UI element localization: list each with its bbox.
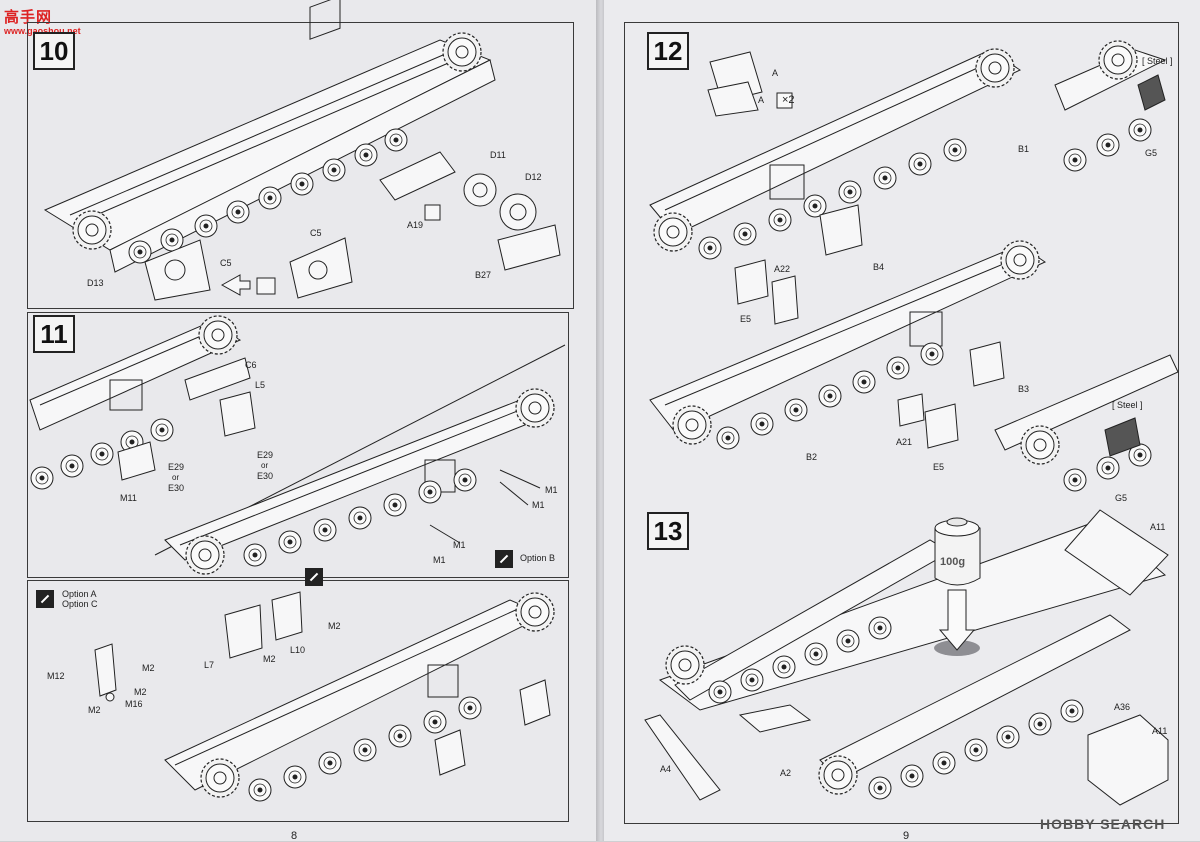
step-11-frame — [27, 312, 569, 578]
label-m2-mid: M2 — [263, 654, 276, 664]
options-ac-frame — [27, 580, 569, 822]
label-m2-lower: M2 — [134, 687, 147, 697]
step-13-assembly — [644, 509, 1169, 806]
step-12-inset-top — [1054, 40, 1167, 172]
label-m1-d: M1 — [433, 555, 446, 565]
label-a-top: A — [772, 68, 779, 78]
label-m11: M11 — [120, 493, 137, 503]
watermark-url: www.gaoshou.net — [4, 26, 81, 36]
step-10-parts — [220, 151, 561, 299]
option-b-icon — [495, 550, 513, 568]
label-e5-top: E5 — [740, 314, 752, 324]
label-option-c: Option C — [62, 599, 98, 609]
label-m16: M16 — [125, 699, 143, 709]
label-a-bottom: A — [758, 95, 765, 105]
label-b4: B4 — [873, 262, 885, 272]
label-a21: A21 — [896, 437, 913, 447]
label-m1-b: M1 — [532, 500, 545, 510]
watermark-footer: HOBBY SEARCH — [1040, 816, 1166, 832]
label-a22: A22 — [774, 264, 791, 274]
label-steel-top: [ Steel ] — [1142, 56, 1173, 66]
label-option-a: Option A — [62, 589, 97, 599]
label-e5-bottom: E5 — [933, 462, 945, 472]
step-10-number: 10 — [33, 32, 75, 70]
label-c6: C6 — [245, 360, 257, 370]
step-11-hull-lower — [154, 344, 566, 575]
label-or-left: or — [172, 473, 180, 482]
step-12-13-frame — [624, 22, 1179, 824]
label-d11: D11 — [490, 150, 506, 160]
label-g5-top: G5 — [1145, 148, 1158, 158]
label-l10: L10 — [290, 645, 306, 655]
label-a11-top: A11 — [1150, 522, 1166, 532]
step-12-hull-upper — [649, 48, 1022, 260]
step-12-number: 12 — [647, 32, 689, 70]
label-e30-right: E30 — [257, 471, 274, 481]
right-page-number: 9 — [903, 830, 910, 842]
label-c5-hull: C5 — [220, 258, 232, 268]
step-12-hull-lower — [649, 240, 1047, 450]
label-e29-right: E29 — [257, 450, 274, 460]
label-b27: B27 — [475, 270, 492, 280]
label-b1: B1 — [1018, 144, 1030, 154]
label-a11-bottom: A11 — [1152, 726, 1168, 736]
step-10-hull — [43, 0, 496, 301]
watermark-brand: 高手网 — [4, 9, 53, 26]
left-page-number: 8 — [291, 830, 298, 842]
label-weight-100g: 100g — [940, 556, 966, 568]
option-ac-icon — [36, 590, 54, 608]
label-option-b: Option B — [520, 553, 556, 563]
label-m1-a: M1 — [545, 485, 558, 495]
options-ac-hull — [94, 591, 555, 802]
label-l5: L5 — [255, 380, 266, 390]
label-m1-c: M1 — [453, 540, 466, 550]
book-gutter — [596, 0, 606, 841]
step-11-number: 11 — [33, 315, 75, 353]
step-10-frame — [27, 22, 574, 309]
label-g5-bottom: G5 — [1115, 493, 1128, 503]
label-times-two: ×2 — [782, 94, 795, 106]
label-c5-part: C5 — [310, 228, 322, 238]
label-m2-left: M2 — [142, 663, 155, 673]
label-a2: A2 — [780, 768, 792, 778]
label-b3: B3 — [1018, 384, 1030, 394]
label-d13: D13 — [87, 278, 104, 288]
label-e29-left: E29 — [168, 462, 185, 472]
label-steel-bottom: [ Steel ] — [1112, 400, 1143, 410]
step-11-hull-upper — [29, 315, 256, 490]
label-a4: A4 — [660, 764, 672, 774]
label-e30-left: E30 — [168, 483, 185, 493]
label-l7: L7 — [204, 660, 215, 670]
label-a36: A36 — [1114, 702, 1131, 712]
label-m2-top: M2 — [328, 621, 341, 631]
label-m2-bottom: M2 — [88, 705, 101, 715]
step-12-inset-bottom — [994, 354, 1179, 492]
step-13-number: 13 — [647, 512, 689, 550]
option-connector-icon — [305, 568, 323, 586]
label-m12: M12 — [47, 671, 65, 681]
label-b2: B2 — [806, 452, 818, 462]
label-a19: A19 — [407, 220, 424, 230]
label-d12: D12 — [525, 172, 542, 182]
label-or-right: or — [261, 461, 269, 470]
